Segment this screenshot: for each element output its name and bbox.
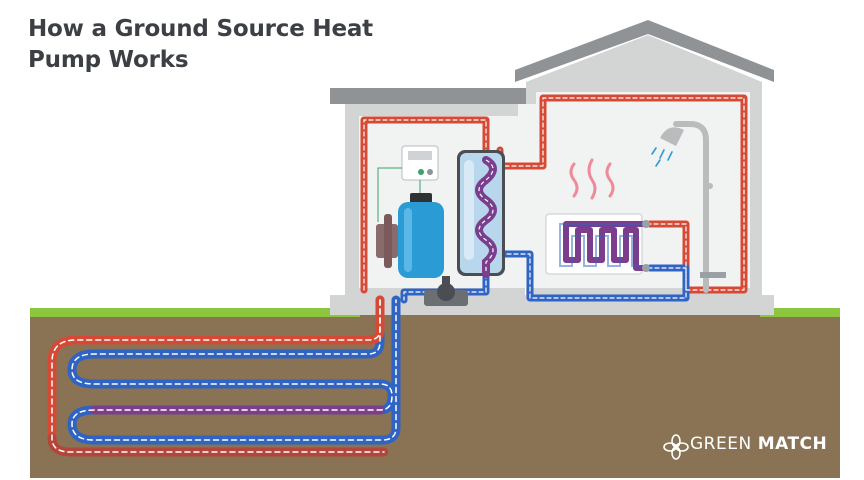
fan-flower-logo-icon: [663, 434, 689, 460]
hot-water-cylinder: [457, 150, 505, 278]
thermostat-controller: [377, 145, 439, 222]
heat-pump-unit: [376, 193, 444, 278]
circulation-pump: [424, 276, 468, 306]
grass-strip-left: [30, 308, 360, 317]
brand-part-1: GREEN: [690, 434, 752, 454]
radiator: [545, 213, 650, 275]
shower-icon: [651, 121, 726, 293]
title-line-2: Pump Works: [28, 47, 189, 73]
indicator-light-icon: [418, 169, 424, 175]
grass-strip-right: [760, 308, 840, 317]
brand-part-2: MATCH: [757, 434, 828, 454]
ground-loop: [47, 295, 401, 457]
flat-roof: [330, 88, 526, 104]
gable-roof: [515, 20, 774, 82]
page-title: How a Ground Source Heat Pump Works: [28, 14, 373, 76]
title-line-1: How a Ground Source Heat: [28, 16, 373, 42]
heat-waves-icon: [569, 158, 615, 200]
water-drops-icon: [651, 147, 673, 167]
